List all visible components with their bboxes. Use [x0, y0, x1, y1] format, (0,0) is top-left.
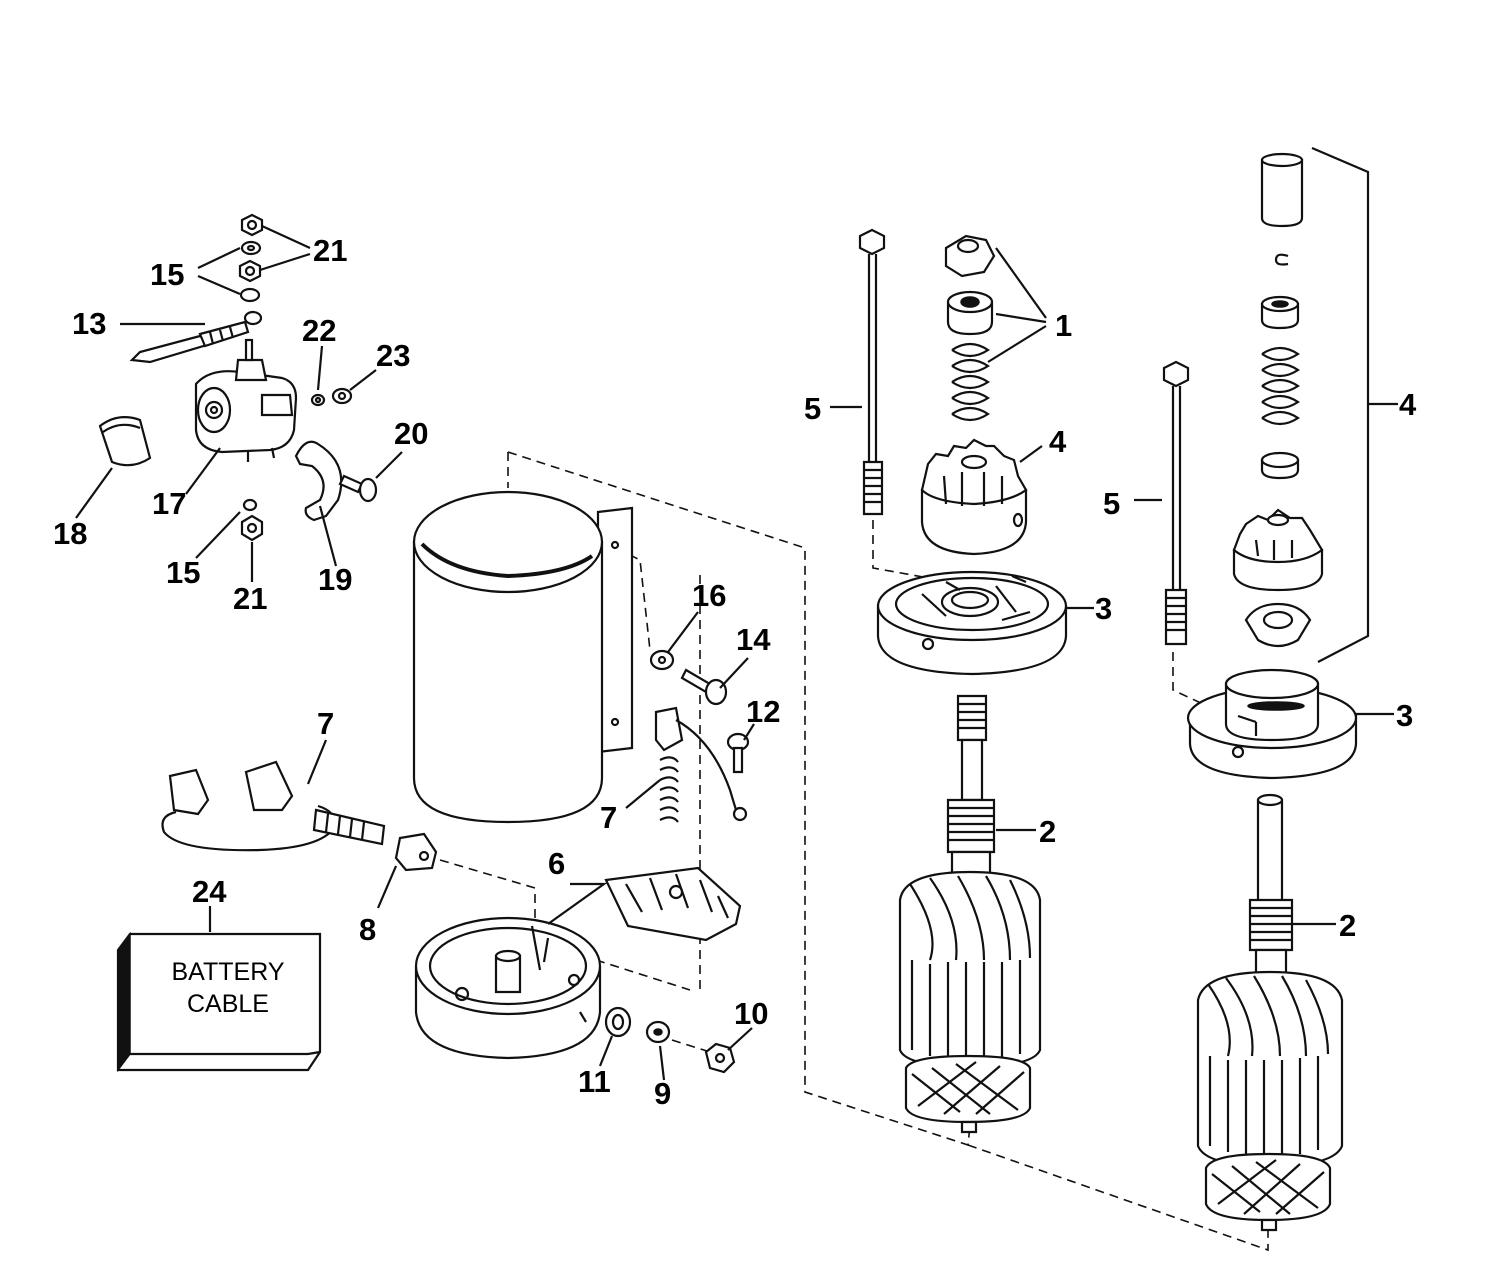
callout-17: 17 — [152, 486, 186, 521]
callout-18: 18 — [53, 516, 87, 551]
battery-cable-line1: BATTERY — [172, 958, 285, 986]
callout-15-bottom: 15 — [166, 555, 200, 590]
armature-left — [898, 694, 1042, 1134]
frame-fasteners — [649, 649, 750, 774]
drive-kit-bracket — [1311, 146, 1370, 663]
starter-frame-housing — [412, 490, 634, 824]
end-cap-hardware — [604, 1006, 736, 1074]
nut-washer-stack-top — [238, 213, 264, 326]
battery-cable-line2: CABLE — [187, 990, 269, 1018]
terminal-stud — [129, 320, 250, 364]
callout-labels: 21 15 13 22 23 20 18 17 15 21 19 16 14 1… — [53, 233, 1417, 1111]
thru-bolt-right — [1162, 360, 1190, 646]
callout-14: 14 — [736, 622, 771, 657]
drive-pinion-left — [920, 438, 1028, 556]
callout-24: 24 — [192, 874, 227, 909]
battery-cable-box — [116, 931, 322, 1073]
callout-7-right: 7 — [600, 800, 617, 835]
leader-lines — [75, 225, 1398, 1081]
callout-4-right: 4 — [1399, 387, 1417, 422]
callout-6: 6 — [548, 846, 565, 881]
callout-12: 12 — [746, 694, 780, 729]
mounting-strap — [294, 440, 343, 522]
brush-set-left — [161, 760, 386, 852]
commutator-end-cap — [414, 916, 602, 1060]
callout-11: 11 — [578, 1064, 611, 1099]
nut-washer-stack-bottom — [240, 498, 264, 542]
brush-holder-plate — [604, 866, 742, 942]
callout-10: 10 — [734, 996, 768, 1031]
drive-kit-right — [1232, 152, 1324, 648]
callout-3-left: 3 — [1095, 591, 1112, 626]
callout-23: 23 — [376, 338, 410, 373]
drive-end-cap-left — [876, 570, 1068, 676]
callout-1: 1 — [1055, 308, 1072, 343]
brush-set-right — [654, 706, 748, 823]
callout-8: 8 — [359, 912, 376, 947]
callout-3-right: 3 — [1396, 698, 1413, 733]
callout-22: 22 — [302, 313, 336, 348]
drive-nut-spacer-spring — [944, 234, 996, 422]
callout-7-left: 7 — [317, 706, 334, 741]
callout-13: 13 — [72, 306, 106, 341]
callout-19: 19 — [318, 562, 352, 597]
armature-right — [1196, 793, 1344, 1232]
callout-20: 20 — [394, 416, 428, 451]
callout-21-top: 21 — [313, 233, 347, 268]
callout-21-bottom: 21 — [233, 581, 267, 616]
strap-screw — [338, 474, 378, 503]
callout-5-left: 5 — [804, 391, 821, 426]
brush-clip — [394, 832, 438, 872]
callout-2-right: 2 — [1339, 908, 1356, 943]
thru-bolt-left — [858, 228, 886, 516]
callout-9: 9 — [654, 1076, 671, 1111]
drive-end-cap-right — [1186, 668, 1358, 780]
callout-5-right: 5 — [1103, 486, 1120, 521]
rubber-boot — [98, 415, 152, 467]
callout-15-top: 15 — [150, 257, 184, 292]
callout-4-left: 4 — [1049, 424, 1067, 459]
solenoid — [194, 338, 298, 462]
callout-2-left: 2 — [1039, 814, 1056, 849]
callout-16: 16 — [692, 578, 726, 613]
small-nut-washer — [310, 387, 353, 407]
